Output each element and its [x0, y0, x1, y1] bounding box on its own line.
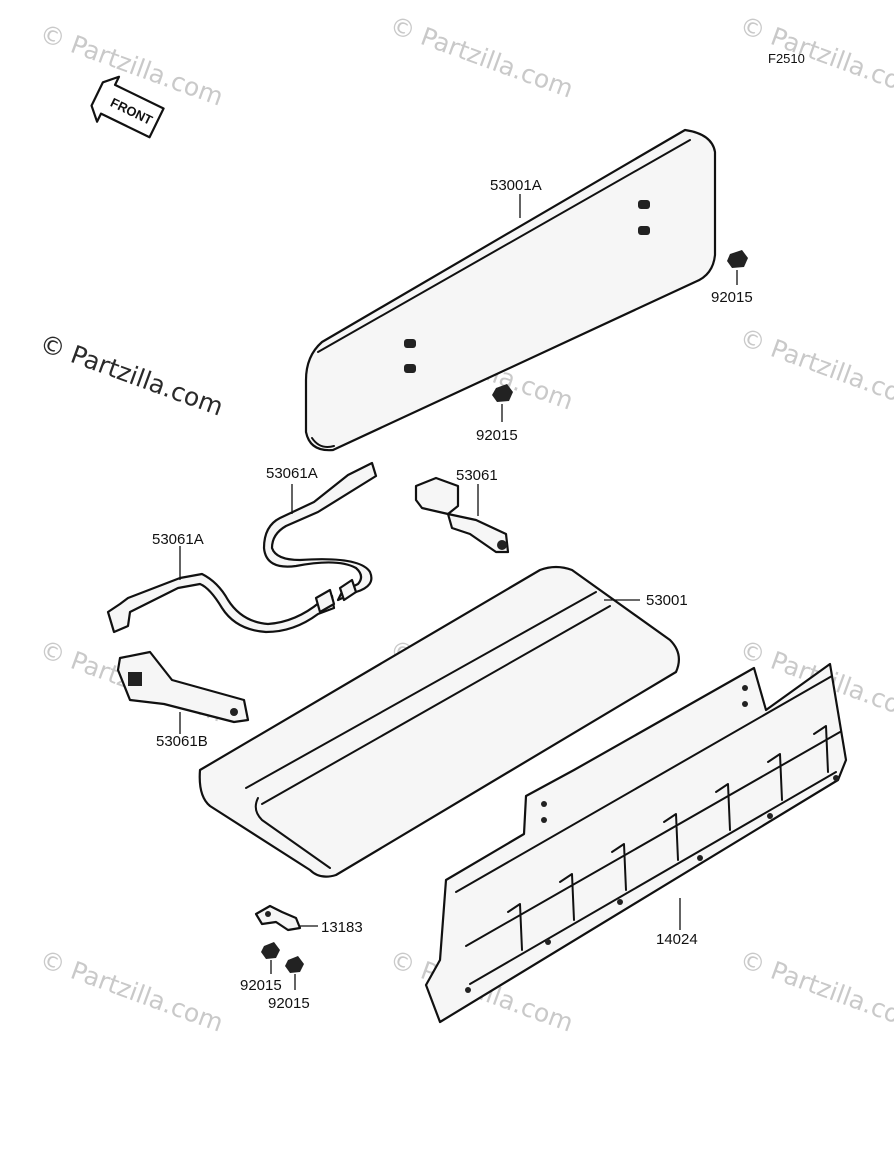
- stud-bolt: [404, 200, 650, 373]
- backrest-cushion[interactable]: [304, 128, 717, 452]
- clamp-13183[interactable]: [254, 904, 302, 932]
- watermark: © Partzilla.com: [736, 322, 894, 415]
- watermark: © Partzilla.com: [386, 10, 577, 103]
- nut-92015-top-right[interactable]: [727, 250, 748, 268]
- label-14024: 14024: [656, 931, 698, 948]
- watermark: © Partzilla.com: [736, 944, 894, 1037]
- label-53061A-upper: 53061A: [266, 465, 318, 482]
- mount-hole: [465, 685, 839, 993]
- nut-92015-mid[interactable]: [492, 384, 513, 402]
- label-53061B: 53061B: [156, 733, 208, 750]
- nut-92015-bottom-right[interactable]: [285, 956, 304, 973]
- label-53001: 53001: [646, 592, 688, 609]
- label-53061: 53061: [456, 467, 498, 484]
- back-panel[interactable]: [424, 662, 848, 1024]
- watermark: © Partzilla.com: [36, 944, 227, 1037]
- nut-92015-bottom-left[interactable]: [261, 942, 280, 959]
- label-92015-bottom-right: 92015: [268, 995, 310, 1012]
- label-92015-bottom-left: 92015: [240, 977, 282, 994]
- label-53001A: 53001A: [490, 177, 542, 194]
- label-13183: 13183: [321, 919, 363, 936]
- strap-53061A-left[interactable]: [106, 572, 336, 634]
- label-92015-mid: 92015: [476, 427, 518, 444]
- figure-code: F2510: [768, 51, 805, 66]
- seat-cushion[interactable]: [198, 565, 681, 878]
- strap-53061A-upper[interactable]: [262, 461, 378, 602]
- label-53061A-left: 53061A: [152, 531, 204, 548]
- watermark: © Partzilla.com: [36, 328, 227, 421]
- buckle-53061[interactable]: [414, 476, 510, 554]
- buckle-53061B[interactable]: [116, 650, 250, 724]
- watermark: © Partzilla.com: [736, 10, 894, 103]
- label-92015-top-right: 92015: [711, 289, 753, 306]
